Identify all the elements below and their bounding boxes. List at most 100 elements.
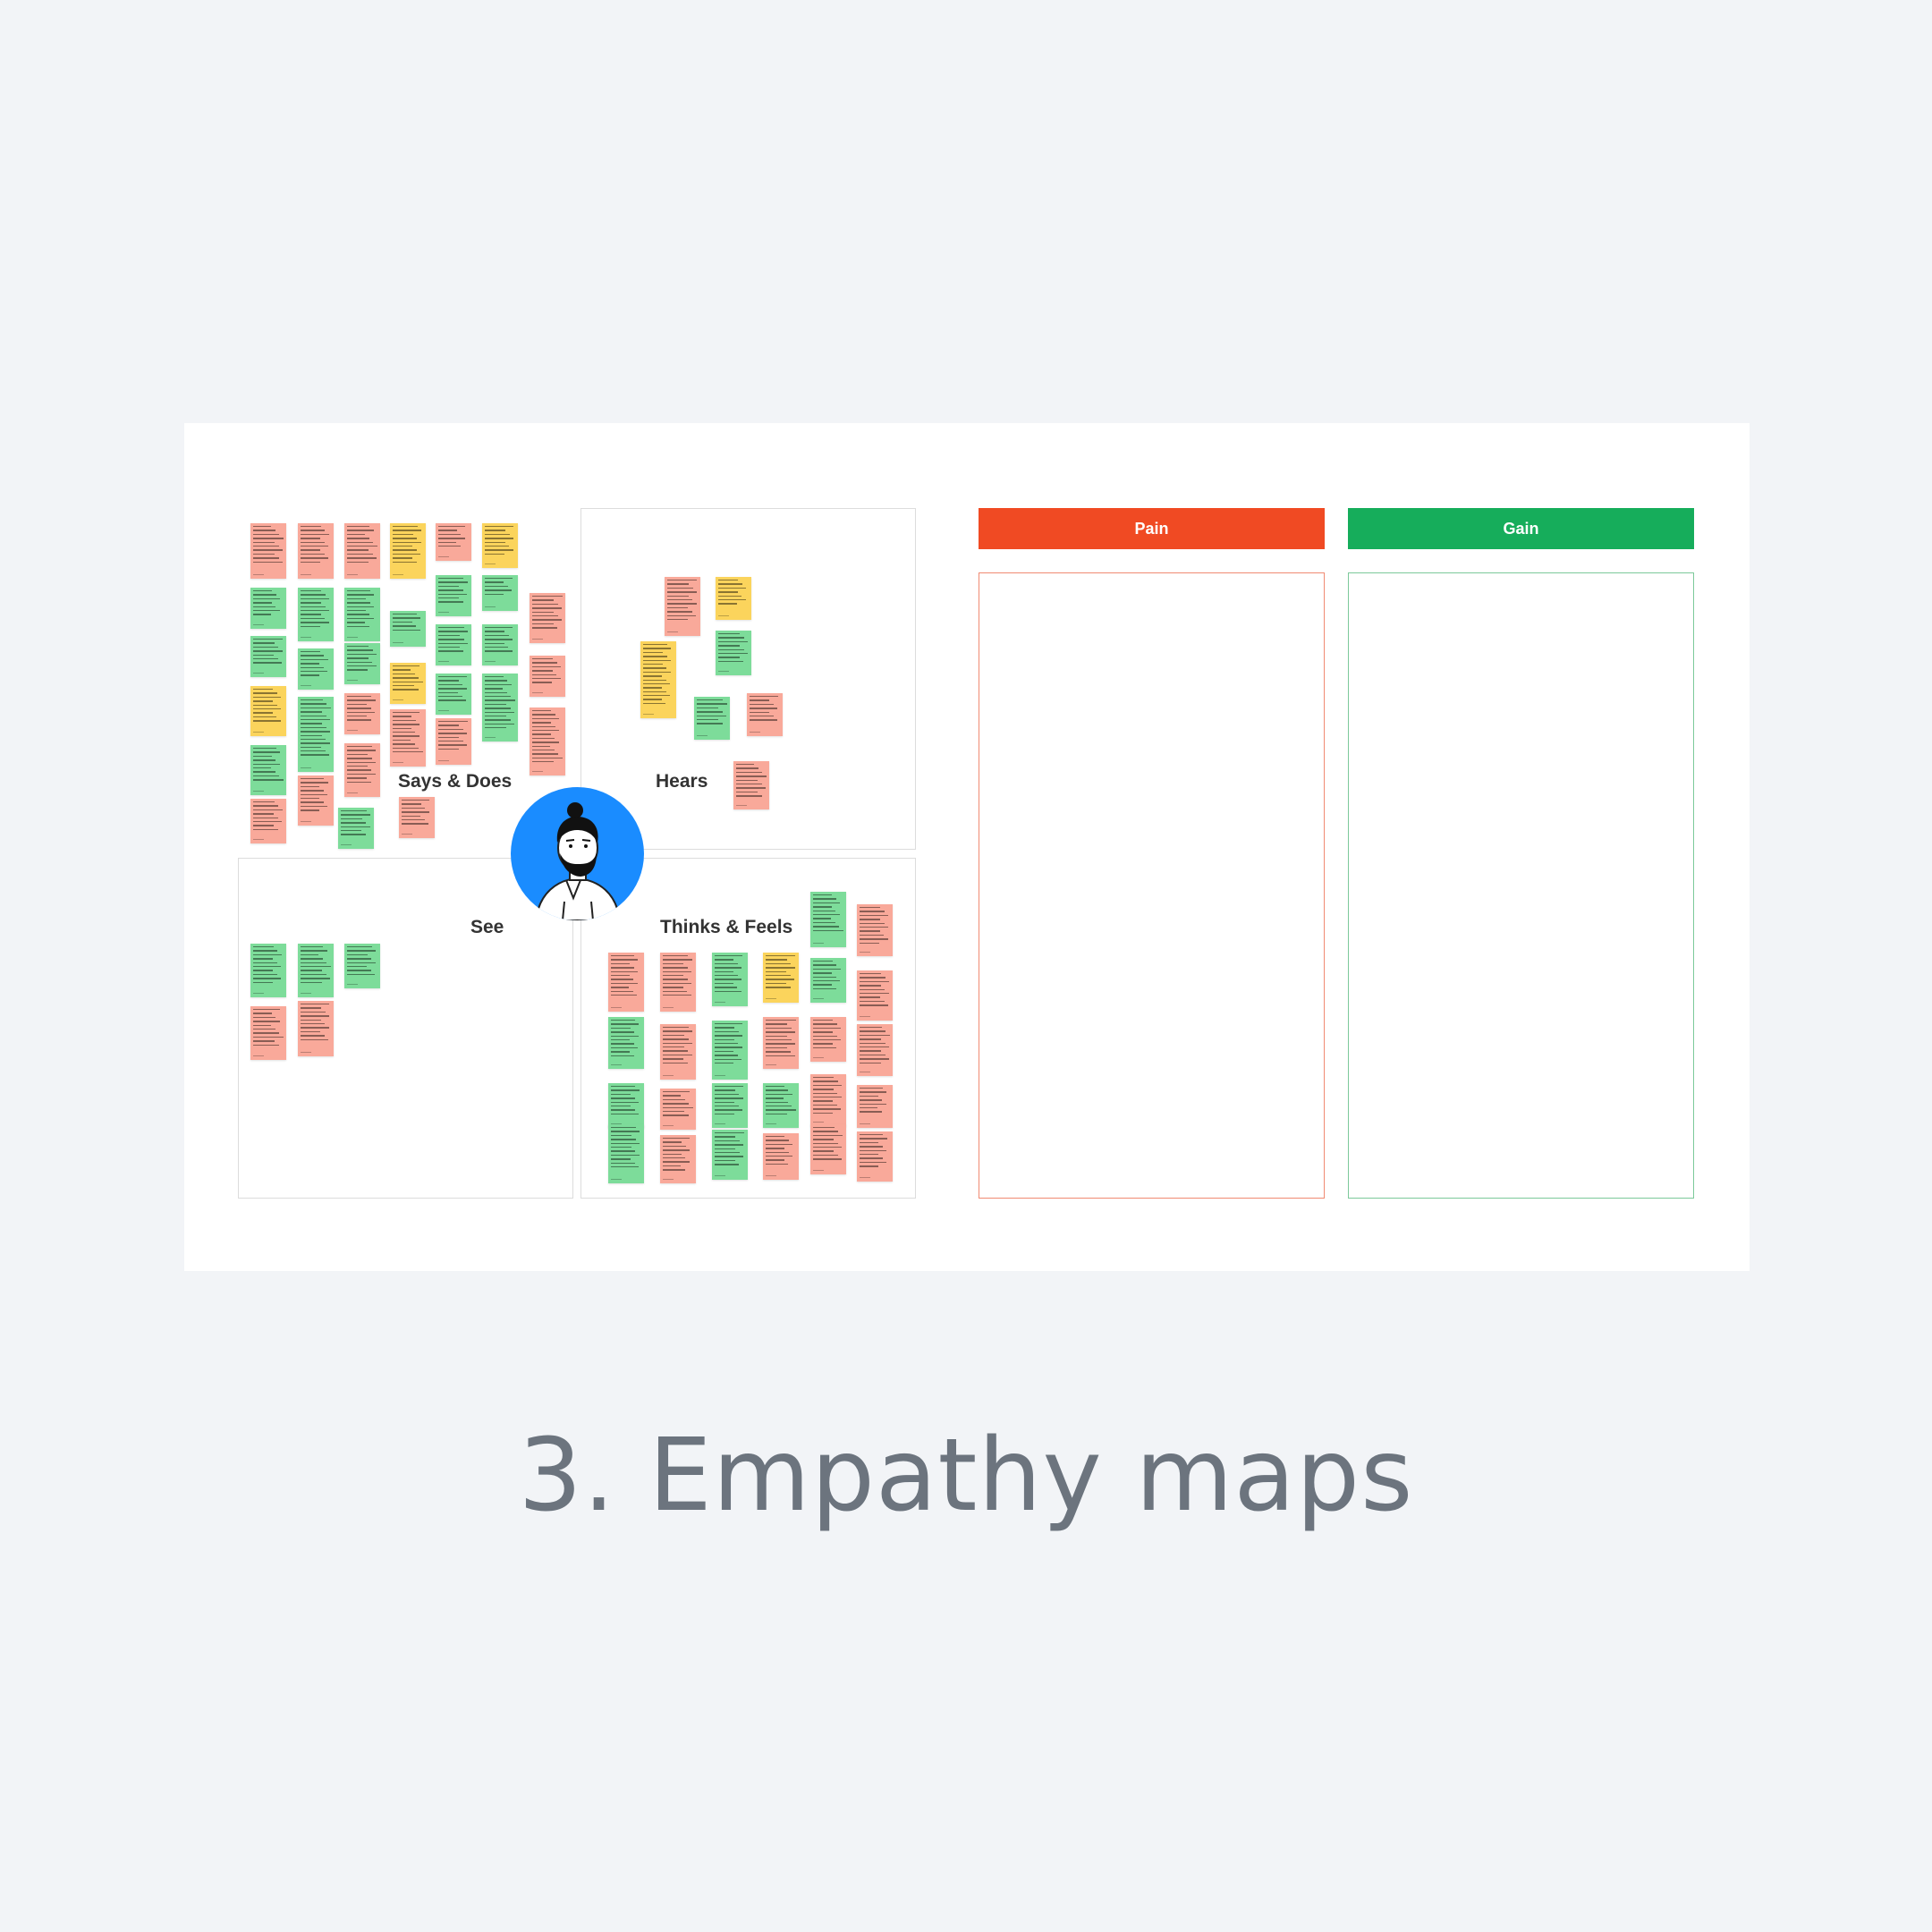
sticky-note[interactable] xyxy=(298,523,334,579)
sticky-note[interactable] xyxy=(390,709,426,767)
sticky-note[interactable] xyxy=(712,953,748,1006)
sticky-note[interactable] xyxy=(608,1017,644,1069)
sticky-text-line xyxy=(253,700,274,702)
sticky-note[interactable] xyxy=(250,686,286,736)
sticky-note[interactable] xyxy=(436,624,471,665)
sticky-text-line xyxy=(393,727,411,729)
sticky-note[interactable] xyxy=(660,1135,696,1183)
sticky-text-line xyxy=(253,1024,272,1026)
sticky-text-line xyxy=(438,541,457,543)
sticky-text-line xyxy=(860,1099,883,1101)
sticky-note[interactable] xyxy=(250,588,286,629)
sticky-note[interactable] xyxy=(712,1021,748,1080)
sticky-note[interactable] xyxy=(712,1130,748,1180)
sticky-text-line xyxy=(393,689,419,691)
sticky-text-line xyxy=(253,1040,275,1042)
sticky-note[interactable] xyxy=(482,523,518,568)
sticky-text-line xyxy=(532,623,554,625)
sticky-note[interactable] xyxy=(716,577,751,620)
sticky-note[interactable] xyxy=(298,588,334,641)
sticky-text-line xyxy=(532,611,555,613)
sticky-note[interactable] xyxy=(694,697,730,740)
sticky-note[interactable] xyxy=(298,648,334,690)
sticky-text-line xyxy=(438,680,459,682)
sticky-note[interactable] xyxy=(530,708,565,775)
sticky-note[interactable] xyxy=(250,745,286,795)
sticky-text-line xyxy=(393,719,416,722)
sticky-note[interactable] xyxy=(344,693,380,734)
sticky-text-line xyxy=(611,994,638,996)
sticky-note[interactable] xyxy=(763,1083,799,1128)
sticky-note[interactable] xyxy=(298,944,334,997)
sticky-text-line xyxy=(253,1016,276,1019)
sticky-note[interactable] xyxy=(482,674,518,741)
sticky-note[interactable] xyxy=(344,588,380,641)
sticky-note[interactable] xyxy=(810,1074,846,1126)
sticky-note[interactable] xyxy=(810,892,846,947)
sticky-note[interactable] xyxy=(390,611,426,647)
sticky-note[interactable] xyxy=(298,697,334,772)
sticky-note[interactable] xyxy=(857,1085,893,1128)
sticky-note[interactable] xyxy=(608,953,644,1012)
sticky-note[interactable] xyxy=(399,797,435,838)
sticky-note[interactable] xyxy=(712,1083,748,1128)
sticky-note[interactable] xyxy=(640,641,676,718)
sticky-note[interactable] xyxy=(250,1006,286,1060)
sticky-note[interactable] xyxy=(810,1017,846,1062)
sticky-text-line xyxy=(253,748,276,750)
sticky-text-line xyxy=(301,1030,321,1033)
sticky-note[interactable] xyxy=(298,775,334,826)
sticky-note[interactable] xyxy=(763,953,799,1003)
sticky-note[interactable] xyxy=(733,761,769,809)
sticky-note[interactable] xyxy=(660,953,696,1012)
sticky-note[interactable] xyxy=(530,656,565,697)
sticky-note[interactable] xyxy=(344,523,380,579)
sticky-note[interactable] xyxy=(250,523,286,579)
sticky-text-line xyxy=(718,603,738,605)
sticky-note[interactable] xyxy=(810,1124,846,1174)
sticky-note[interactable] xyxy=(660,1089,696,1130)
sticky-note[interactable] xyxy=(608,1083,644,1128)
sticky-note[interactable] xyxy=(608,1124,644,1183)
sticky-note[interactable] xyxy=(436,575,471,616)
sticky-text-line xyxy=(766,1136,785,1138)
sticky-note[interactable] xyxy=(344,944,380,988)
sticky-note[interactable] xyxy=(857,904,893,956)
sticky-note[interactable] xyxy=(250,799,286,843)
sticky-note[interactable] xyxy=(482,575,518,611)
sticky-text-line xyxy=(301,981,323,983)
sticky-note[interactable] xyxy=(436,674,471,715)
sticky-note[interactable] xyxy=(390,663,426,704)
sticky-note[interactable] xyxy=(747,693,783,736)
sticky-note[interactable] xyxy=(298,1001,334,1056)
sticky-text-line xyxy=(438,724,460,726)
sticky-note[interactable] xyxy=(763,1133,799,1180)
sticky-note[interactable] xyxy=(482,624,518,665)
sticky-note[interactable] xyxy=(250,636,286,677)
sticky-text-line xyxy=(860,1046,890,1048)
sticky-text-line xyxy=(766,1109,796,1111)
sticky-text-line xyxy=(715,1050,734,1053)
sticky-note[interactable] xyxy=(436,718,471,765)
sticky-text-line xyxy=(813,972,833,974)
sticky-author xyxy=(253,1055,264,1056)
sticky-text-line xyxy=(485,589,513,591)
sticky-note[interactable] xyxy=(660,1024,696,1080)
sticky-note[interactable] xyxy=(250,944,286,997)
sticky-note[interactable] xyxy=(344,743,380,797)
sticky-note[interactable] xyxy=(530,593,565,643)
sticky-note[interactable] xyxy=(436,523,471,561)
sticky-text-line xyxy=(347,541,374,543)
sticky-note[interactable] xyxy=(857,970,893,1021)
sticky-note[interactable] xyxy=(857,1131,893,1182)
sticky-text-line xyxy=(301,533,329,536)
sticky-note[interactable] xyxy=(763,1017,799,1069)
sticky-note[interactable] xyxy=(716,631,751,675)
sticky-text-line xyxy=(860,1050,882,1052)
sticky-note[interactable] xyxy=(810,958,846,1003)
sticky-note[interactable] xyxy=(344,643,380,684)
sticky-note[interactable] xyxy=(338,808,374,849)
sticky-note[interactable] xyxy=(665,577,700,636)
sticky-note[interactable] xyxy=(390,523,426,579)
sticky-note[interactable] xyxy=(857,1024,893,1076)
